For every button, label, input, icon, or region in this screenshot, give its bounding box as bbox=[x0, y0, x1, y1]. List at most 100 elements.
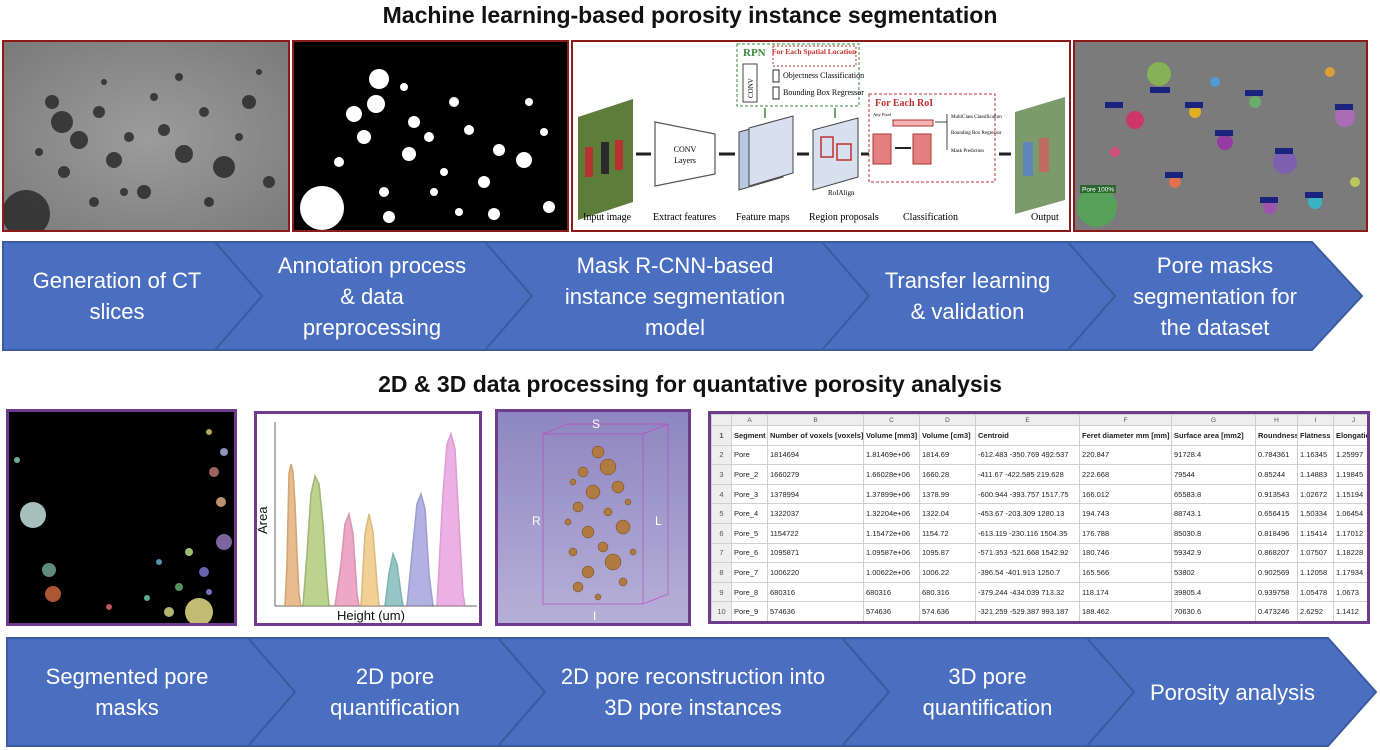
table-cell: Volume [mm3] bbox=[863, 425, 920, 446]
label-output: Output bbox=[1031, 212, 1059, 223]
segmentation-output-drawing: Pore 100% bbox=[1075, 42, 1366, 230]
bottom-step-2-label: 2D pore quantification bbox=[330, 664, 460, 720]
table-cell: 79544 bbox=[1171, 464, 1256, 485]
table-cell: 0.473246 bbox=[1255, 601, 1298, 621]
bottom-arrow-shapes bbox=[6, 637, 1378, 747]
table-cell: Flatness bbox=[1297, 425, 1334, 446]
top-step-4-label: Transfer learning & validation bbox=[884, 268, 1051, 324]
multiclass-label: MultiClass Classification bbox=[951, 115, 1002, 120]
table-cell: H bbox=[1255, 414, 1298, 426]
table-cell: 1.81469e+06 bbox=[863, 444, 920, 466]
ct-slice-image bbox=[2, 40, 290, 232]
table-cell: 1154.72 bbox=[919, 522, 976, 544]
table-cell: Pore_8 bbox=[731, 581, 768, 603]
table-cell: G bbox=[1171, 414, 1256, 426]
table-cell: 166.012 bbox=[1079, 483, 1172, 505]
bottom-step-3-label: 2D pore reconstruction into 3D pore inst… bbox=[560, 664, 826, 720]
table-cell: 680316 bbox=[767, 581, 864, 603]
table-cell: 91728.4 bbox=[1171, 444, 1256, 466]
table-cell: Pore bbox=[731, 444, 768, 466]
table-cell: 0.902569 bbox=[1255, 562, 1298, 583]
ct-slice-drawing bbox=[4, 42, 288, 230]
table-cell: Number of voxels [voxels] bbox=[767, 425, 864, 446]
table-cell: 53802 bbox=[1171, 562, 1256, 583]
top-step-3-label: Mask R-CNN-based instance segmentation m… bbox=[564, 252, 786, 340]
table-cell: 1660279 bbox=[767, 464, 864, 485]
top-step-1-label: Generation of CT slices bbox=[32, 268, 202, 324]
table-cell: 1.50334 bbox=[1297, 503, 1334, 524]
mask-rcnn-diagram: CONV Layers RoIAlign RPN For Each Spatia… bbox=[571, 40, 1071, 232]
annotation-mask-image bbox=[292, 40, 569, 232]
table-cell: 0.939758 bbox=[1255, 581, 1298, 603]
bottom-section-title: 2D & 3D data processing for quantative p… bbox=[378, 371, 1002, 397]
table-cell: 1.15194 bbox=[1333, 483, 1367, 505]
table-cell: I bbox=[1297, 414, 1334, 426]
table-cell: 59342.9 bbox=[1171, 542, 1256, 564]
table-cell: Elongation bbox=[1333, 425, 1367, 446]
table-cell: -571.353 -521.668 1542.92 bbox=[975, 542, 1080, 564]
table-cell: -411.67 -422.585 219.628 bbox=[975, 464, 1080, 485]
table-cell: Pore_9 bbox=[731, 601, 768, 621]
table-cell: 1095.87 bbox=[919, 542, 976, 564]
table-cell: 4 bbox=[711, 483, 732, 505]
table-cell: 574.636 bbox=[919, 601, 976, 621]
table-cell: 1.17012 bbox=[1333, 522, 1367, 544]
table-cell: 1006.22 bbox=[919, 562, 976, 583]
table-cell: 222.668 bbox=[1079, 464, 1172, 485]
table-cell: 1.12058 bbox=[1297, 562, 1334, 583]
histogram-drawing: Area Height (um) bbox=[257, 422, 477, 623]
each-roi-label: For Each RoI bbox=[875, 98, 933, 109]
table-cell: 194.743 bbox=[1079, 503, 1172, 524]
label-input-image: Input image bbox=[583, 212, 632, 223]
mask-rcnn-drawing: CONV Layers RoIAlign RPN For Each Spatia… bbox=[578, 43, 1065, 223]
table-cell: 1322037 bbox=[767, 503, 864, 524]
label-feature-maps: Feature maps bbox=[736, 212, 790, 223]
table-cell: -396.54 -401.913 1250.7 bbox=[975, 562, 1080, 583]
table-cell: 1.32204e+06 bbox=[863, 503, 920, 524]
table-cell: Pore_5 bbox=[731, 522, 768, 544]
table-cell: 9 bbox=[711, 581, 732, 603]
table-cell: 1.16345 bbox=[1297, 444, 1334, 466]
top-step-5-label: Pore masks segmentation for the dataset bbox=[1133, 252, 1297, 340]
top-arrow-shapes bbox=[2, 241, 1364, 351]
table-cell: 574636 bbox=[767, 601, 864, 621]
table-cell: Pore_2 bbox=[731, 464, 768, 485]
table-cell: 1095871 bbox=[767, 542, 864, 564]
table-cell bbox=[711, 414, 732, 426]
table-cell: E bbox=[975, 414, 1080, 426]
table-cell: -379.244 -434.039 713.32 bbox=[975, 581, 1080, 603]
table-cell: 6 bbox=[711, 522, 732, 544]
histogram-ylabel: Area bbox=[257, 506, 270, 534]
table-cell: 3 bbox=[711, 464, 732, 485]
conv-layers-label-2: Layers bbox=[674, 156, 696, 165]
table-cell: 0.913543 bbox=[1255, 483, 1298, 505]
rpn-label: RPN bbox=[743, 47, 766, 59]
table-cell: Feret diameter mm [mm] bbox=[1079, 425, 1172, 446]
table-cell: -453.67 -203.309 1280.13 bbox=[975, 503, 1080, 524]
table-cell: 0.85244 bbox=[1255, 464, 1298, 485]
objectness-label: Objectness Classification bbox=[783, 71, 864, 80]
conv-layers-label-1: CONV bbox=[674, 145, 697, 154]
table-cell: 2 bbox=[711, 444, 732, 466]
label-extract-features: Extract features bbox=[653, 212, 716, 223]
label-region-proposals: Region proposals bbox=[809, 212, 879, 223]
table-cell: 1.66028e+06 bbox=[863, 464, 920, 485]
bottom-step-5-label: Porosity analysis bbox=[1149, 679, 1316, 705]
bottom-workflow-arrows: Segmented pore masks 2D pore quantificat… bbox=[0, 636, 1380, 748]
table-cell: 1.09587e+06 bbox=[863, 542, 920, 564]
table-cell: 1154722 bbox=[767, 522, 864, 544]
table-cell: J bbox=[1333, 414, 1367, 426]
table-cell: -600.944 -393.757 1517.75 bbox=[975, 483, 1080, 505]
table-cell: 1378994 bbox=[767, 483, 864, 505]
each-spatial-label: For Each Spatial Location bbox=[772, 47, 857, 56]
mask-prediction-label: Mask Prediction bbox=[951, 149, 984, 154]
table-cell: 1.0673 bbox=[1333, 581, 1367, 603]
